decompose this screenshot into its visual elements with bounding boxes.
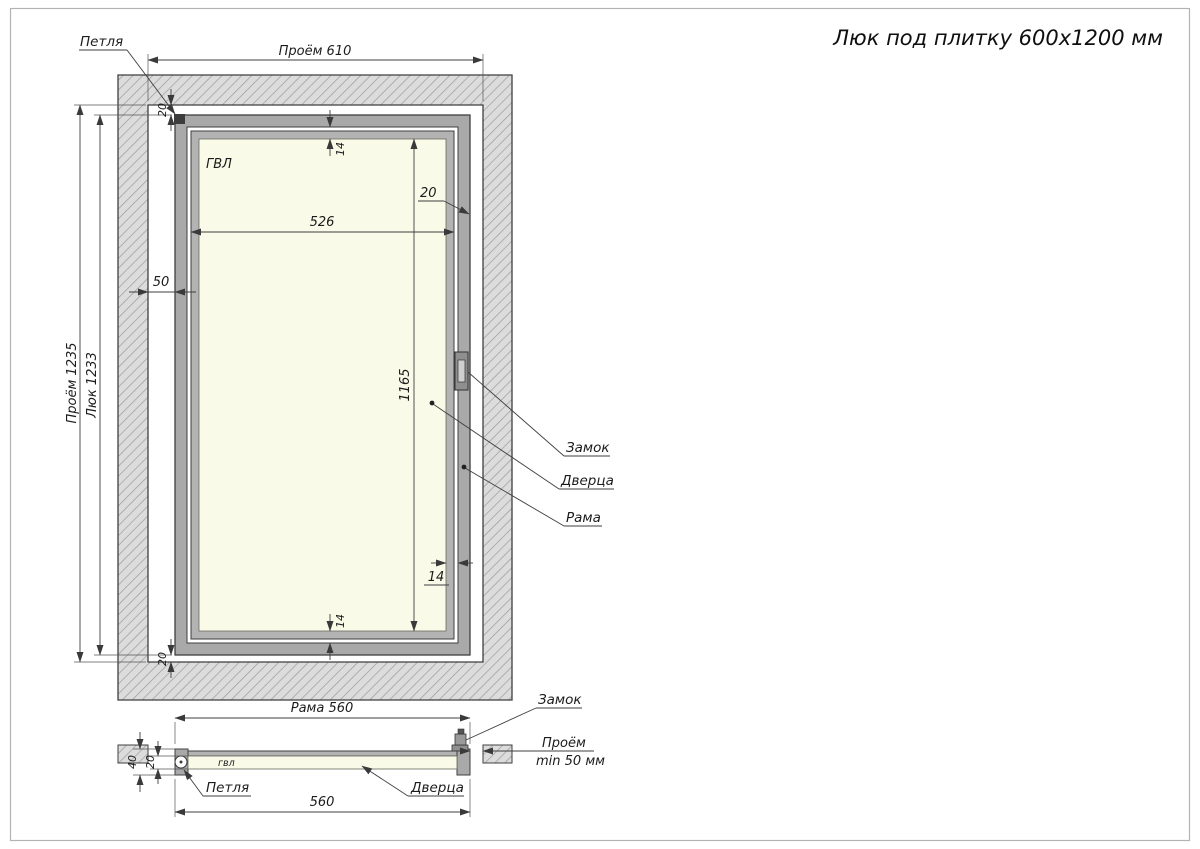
dim-panel-thickness: 20 (144, 741, 188, 784)
dim-gap-right: 20 (418, 186, 470, 215)
door-callout: Дверца (429, 400, 614, 490)
door-section-sheet (187, 750, 458, 757)
svg-text:min 50 мм: min 50 мм (536, 754, 605, 769)
svg-text:14: 14 (428, 570, 445, 585)
opening-clearance-note: Проём min 50 мм (452, 736, 605, 769)
dim-gap-bottom: 20 (156, 639, 175, 678)
svg-text:50: 50 (153, 275, 170, 290)
lock-section-icon (451, 728, 469, 752)
svg-text:Рама: Рама (566, 510, 601, 526)
svg-text:Замок: Замок (566, 440, 610, 456)
dim-hatch-height: Люк 1233 (85, 114, 172, 656)
svg-text:Петля: Петля (206, 780, 249, 796)
gvl-section (187, 755, 458, 770)
svg-text:526: 526 (310, 215, 335, 230)
sheet-border (9, 7, 1191, 842)
svg-text:20: 20 (420, 186, 437, 201)
dim-depth: 40 (126, 732, 175, 792)
dim-frame-width: Рама 560 (174, 701, 471, 744)
frame-callout: Рама (461, 464, 602, 527)
hinge-section-callout: Петля (183, 769, 251, 797)
frame-section-right (456, 748, 471, 776)
drawing-title: Люк под плитку 600х1200 мм (832, 26, 1163, 50)
dim-width-bottom: 560 (174, 779, 471, 817)
dim-opening-width: Проём 610 (147, 44, 484, 101)
gvl-label: ГВЛ (206, 157, 232, 172)
dim-opening-height: Проём 1235 (65, 104, 146, 663)
wall-section-right (482, 744, 513, 764)
dim-inner-width: 526 (190, 215, 455, 236)
wall-section-left (117, 744, 149, 764)
svg-text:Рама 560: Рама 560 (291, 701, 354, 716)
lock-icon (454, 351, 469, 391)
dim-gap-top: 20 (156, 89, 175, 131)
svg-text:20: 20 (156, 103, 169, 117)
svg-text:Замок: Замок (538, 692, 582, 708)
wall-hatch-ring (117, 74, 513, 701)
svg-text:20: 20 (144, 755, 157, 769)
dim-overlap-right: 14 (424, 559, 473, 586)
svg-text:14: 14 (334, 614, 347, 628)
front-view: ГВЛ Проём 610 Петля Проём 1235 (65, 34, 614, 701)
hinge-callout: Петля (79, 34, 176, 115)
svg-text:Дверца: Дверца (410, 780, 464, 796)
svg-text:Проём: Проём (542, 736, 586, 751)
svg-text:Люк 1233: Люк 1233 (85, 352, 100, 419)
svg-text:Петля: Петля (80, 34, 123, 50)
svg-text:40: 40 (126, 755, 139, 769)
hinge-section-icon (174, 755, 188, 769)
svg-text:Проём 1235: Проём 1235 (65, 342, 80, 423)
svg-text:20: 20 (156, 652, 169, 666)
gvl-section-label: гвл (218, 758, 235, 769)
section-view: Рама 560 гвл Замок (117, 692, 605, 817)
svg-text:Дверца: Дверца (560, 473, 614, 489)
door-section-callout: Дверца (361, 765, 464, 797)
gvl-panel (198, 138, 447, 632)
svg-text:14: 14 (334, 142, 347, 156)
svg-text:560: 560 (310, 795, 335, 810)
hinge-icon (174, 114, 185, 124)
lock-callout: Замок (467, 371, 610, 457)
svg-text:Проём 610: Проём 610 (279, 44, 352, 59)
dim-inner-height: 1165 (398, 138, 418, 632)
dim-overlap-bottom: 14 (326, 614, 347, 660)
dim-side-gap: 50 (129, 275, 196, 296)
svg-text:1165: 1165 (398, 368, 413, 401)
lock-section-callout: Замок (465, 692, 582, 741)
dim-overlap-top: 14 (326, 110, 347, 156)
